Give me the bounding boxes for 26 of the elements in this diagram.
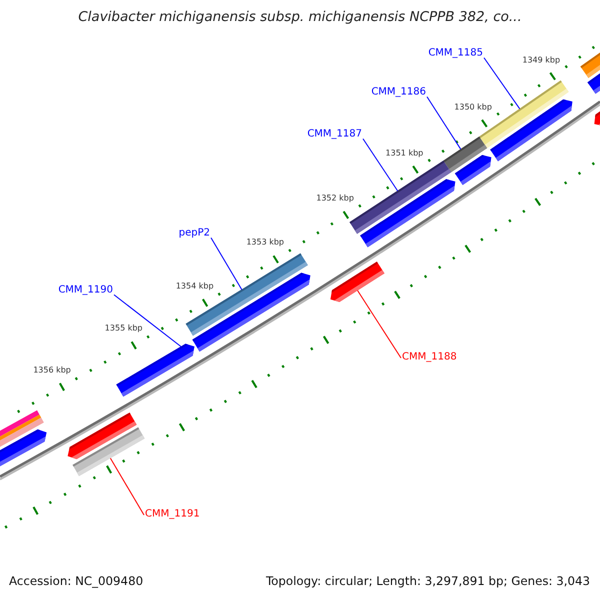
scale-label: 1354 kbp bbox=[176, 281, 214, 290]
leader-line bbox=[484, 57, 520, 110]
gene-bar bbox=[116, 344, 194, 397]
summary-text: Topology: circular; Length: 3,297,891 bp; Genes: 3,043 bbox=[266, 575, 590, 589]
leader-line bbox=[114, 294, 182, 347]
feature-bar bbox=[443, 136, 488, 172]
leader-line bbox=[357, 290, 402, 358]
gene-label: CMM_1186 bbox=[371, 86, 426, 98]
gene-label: CMM_1185 bbox=[428, 47, 483, 59]
leader-line bbox=[362, 138, 398, 192]
leader-line bbox=[110, 458, 144, 516]
scale-label: 1352 kbp bbox=[316, 193, 354, 203]
gene-label: pepP2 bbox=[178, 227, 210, 239]
feature-bar bbox=[479, 80, 569, 148]
gene-label: CMM_1188 bbox=[402, 351, 457, 363]
scale-label: 1350 kbp bbox=[454, 102, 492, 112]
gene-label: CMM_1190 bbox=[58, 284, 113, 296]
scale-label: 1356 kbp bbox=[33, 364, 71, 374]
gene-label: CMM_1191 bbox=[145, 508, 200, 520]
leader-line bbox=[426, 96, 462, 150]
accession-text: Accession: NC_009480 bbox=[9, 575, 144, 589]
map-title: Clavibacter michiganensis subsp. michiganensis NCPPB 382, co... bbox=[78, 10, 522, 26]
feature-bar bbox=[72, 427, 145, 476]
leader-line bbox=[210, 237, 242, 290]
gene-bar bbox=[330, 262, 384, 302]
gene-label: CMM_1187 bbox=[307, 128, 362, 140]
